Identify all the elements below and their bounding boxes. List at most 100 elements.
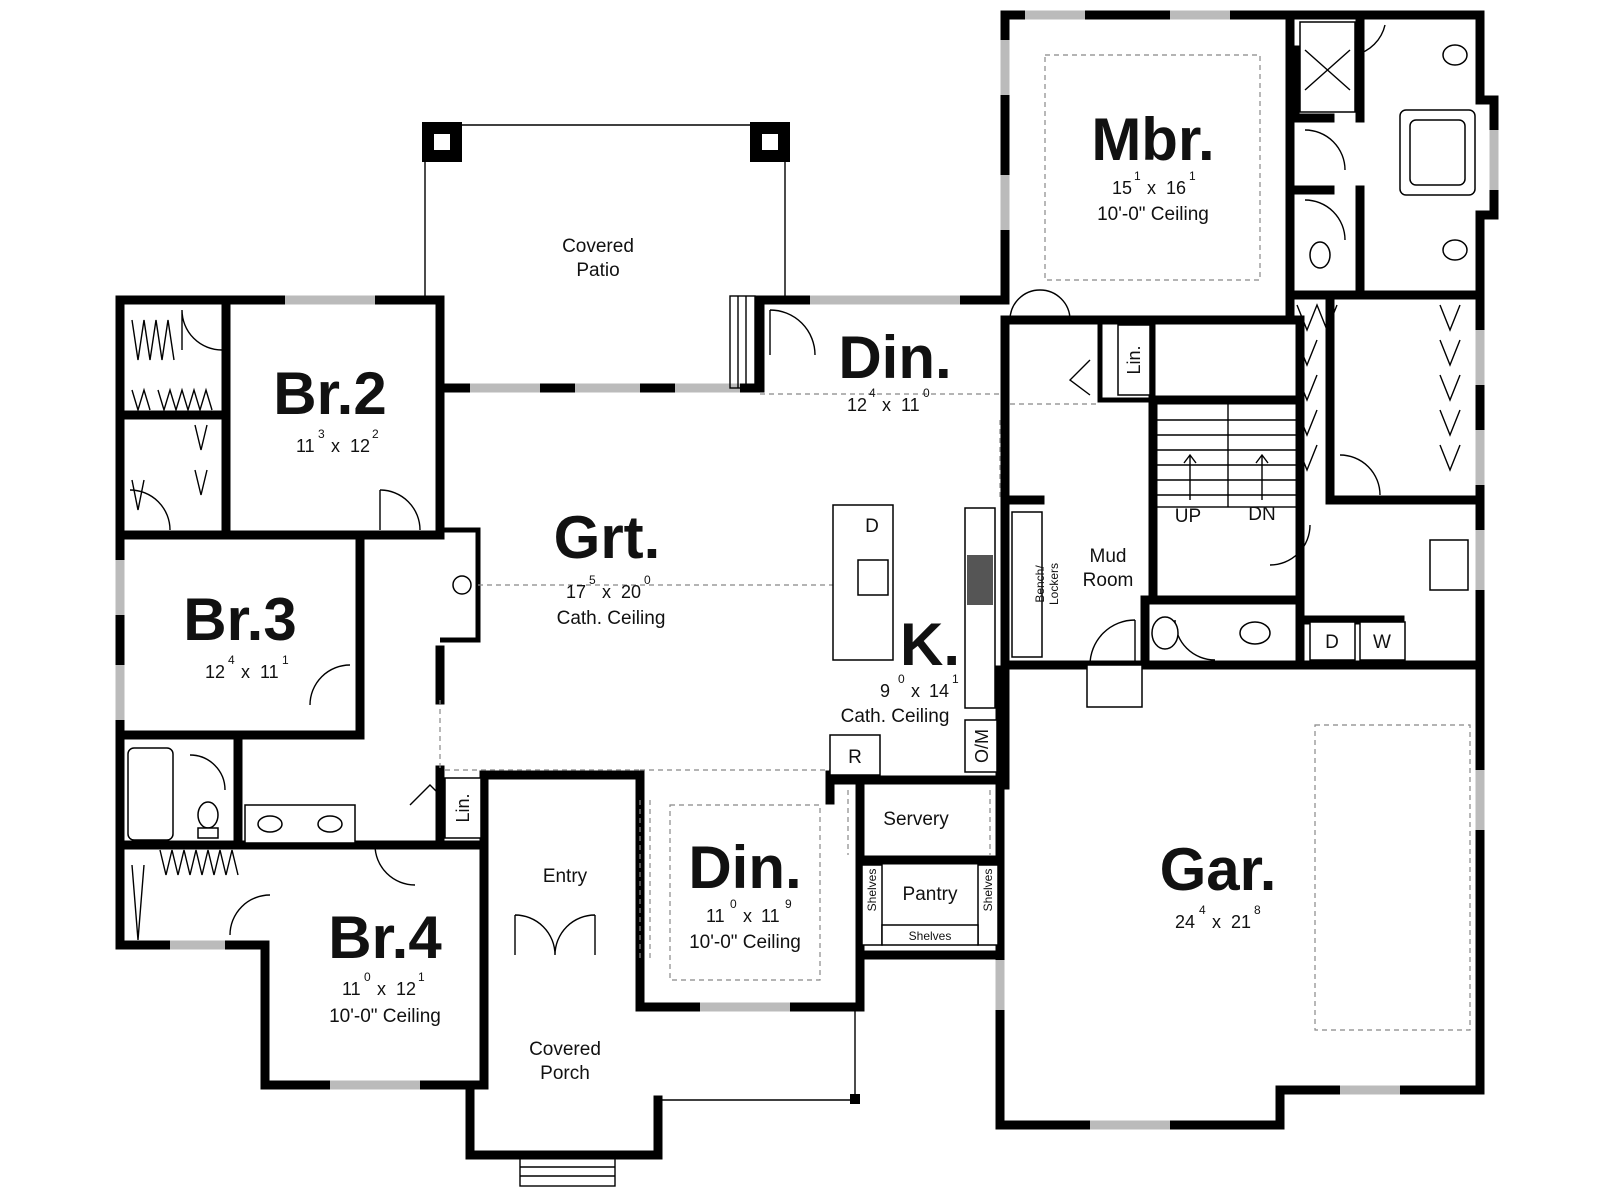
- grt-name: Grt.: [554, 504, 661, 571]
- din-lower-name: Din.: [688, 834, 801, 901]
- br2-dims: 11 3 x 12 2: [296, 427, 379, 456]
- svg-text:x: x: [1212, 912, 1221, 932]
- porch-steps: [519, 1157, 616, 1187]
- linen-closet-upper: [1117, 324, 1151, 396]
- svg-text:11: 11: [296, 436, 315, 456]
- svg-text:14: 14: [929, 681, 949, 701]
- bench-label-1: Bench/: [1033, 565, 1047, 603]
- refrigerator: [829, 734, 881, 776]
- shelves-right-label: Shelves: [981, 869, 995, 912]
- svg-text:12: 12: [350, 436, 370, 456]
- dryer: [1309, 621, 1356, 661]
- fixtures: [127, 21, 1476, 1187]
- linen-upper-label: Lin.: [1124, 345, 1144, 374]
- svg-text:11: 11: [706, 906, 725, 926]
- dryer-label: D: [1325, 632, 1339, 653]
- bench-label-2: Lockers: [1047, 563, 1061, 605]
- fireplace-icon: [452, 575, 472, 595]
- linen-lower-label: Lin.: [453, 793, 473, 822]
- powder-toilet: [1239, 621, 1271, 645]
- svg-text:x: x: [377, 979, 386, 999]
- bathtub: [127, 747, 174, 841]
- dishwasher-label: D: [865, 516, 879, 537]
- svg-text:0: 0: [730, 897, 737, 911]
- dashed-lines: [439, 54, 1471, 1104]
- svg-text:16: 16: [1166, 178, 1186, 198]
- linen-closet-lower: [444, 777, 482, 839]
- svg-text:1: 1: [1134, 169, 1141, 183]
- kitchen-ceiling: Cath. Ceiling: [841, 706, 950, 727]
- mbr-ceiling: 10'-0" Ceiling: [1097, 204, 1209, 225]
- din-upper-dims: 12 4 x 11 0: [847, 386, 930, 415]
- svg-text:1: 1: [418, 970, 425, 984]
- mud-room-label-1: Mud: [1090, 546, 1127, 567]
- svg-text:4: 4: [1199, 903, 1206, 917]
- br4-dims: 11 0 x 12 1: [342, 970, 425, 999]
- exterior-walls: [115, 10, 1499, 1160]
- svg-text:5: 5: [589, 573, 596, 587]
- master-sink-1: [1442, 44, 1468, 66]
- shelves-left-label: Shelves: [865, 869, 879, 912]
- svg-text:2: 2: [372, 427, 379, 441]
- svg-text:20: 20: [621, 582, 641, 602]
- svg-text:x: x: [602, 582, 611, 602]
- svg-text:15: 15: [1112, 178, 1132, 198]
- svg-text:x: x: [743, 906, 752, 926]
- br4-name: Br.4: [328, 904, 442, 971]
- staircase: [1154, 401, 1301, 508]
- svg-text:x: x: [911, 681, 920, 701]
- grt-dims: 17 5 x 20 0: [566, 573, 651, 602]
- svg-text:12: 12: [847, 395, 867, 415]
- shelves-bottom-label: Shelves: [909, 929, 952, 943]
- covered-patio-label-1: Covered: [562, 236, 634, 257]
- gar-dims: 24 4 x 21 8: [1175, 903, 1261, 932]
- covered-patio: [422, 122, 790, 389]
- svg-text:0: 0: [898, 672, 905, 686]
- toilet-icon: [197, 801, 219, 829]
- svg-text:24: 24: [1175, 912, 1195, 932]
- din-tray-ceiling: [669, 804, 821, 981]
- pantry-shelves-right: [977, 864, 999, 946]
- cooktop-icon: [967, 555, 993, 605]
- covered-patio-label-2: Patio: [576, 260, 619, 281]
- master-sink-2: [1442, 239, 1468, 261]
- svg-text:1: 1: [282, 653, 289, 667]
- servery-label: Servery: [883, 809, 949, 830]
- din-lower-ceiling: 10'-0" Ceiling: [689, 932, 801, 953]
- mud-stoop: [1086, 664, 1143, 708]
- sink-icon: [857, 559, 889, 596]
- kitchen-name: K.: [900, 611, 960, 678]
- laundry-sink: [1429, 539, 1469, 591]
- patio-steps: [729, 295, 756, 389]
- din-lower-dims: 11 0 x 11 9: [706, 897, 792, 926]
- refrigerator-label: R: [848, 747, 862, 768]
- svg-text:8: 8: [1254, 903, 1261, 917]
- svg-text:11: 11: [761, 906, 780, 926]
- oven-microwave: [964, 719, 998, 773]
- mud-room-label-2: Room: [1083, 570, 1134, 591]
- br3-name: Br.3: [183, 586, 296, 653]
- br3-dims: 12 4 x 11 1: [205, 653, 289, 682]
- svg-text:1: 1: [1189, 169, 1196, 183]
- mbr-tray-ceiling: [1044, 54, 1261, 281]
- svg-text:9: 9: [785, 897, 792, 911]
- svg-text:x: x: [331, 436, 340, 456]
- covered-porch-label-1: Covered: [529, 1039, 601, 1060]
- svg-text:1: 1: [952, 672, 959, 686]
- mbr-name: Mbr.: [1091, 106, 1214, 173]
- pantry-shelves-bottom: [881, 924, 979, 946]
- bench-lockers: [1011, 511, 1043, 658]
- svg-text:x: x: [882, 395, 891, 415]
- gar-name: Gar.: [1160, 836, 1277, 903]
- svg-text:12: 12: [396, 979, 416, 999]
- svg-text:0: 0: [364, 970, 371, 984]
- din-upper-name: Din.: [838, 324, 951, 391]
- stairs-up-label: UP: [1175, 506, 1201, 527]
- master-toilet: [1309, 241, 1331, 269]
- covered-porch-label-2: Porch: [540, 1063, 590, 1084]
- svg-text:0: 0: [644, 573, 651, 587]
- svg-text:3: 3: [318, 427, 325, 441]
- powder-sink: [1151, 616, 1179, 650]
- pantry-shelves-left: [861, 864, 883, 946]
